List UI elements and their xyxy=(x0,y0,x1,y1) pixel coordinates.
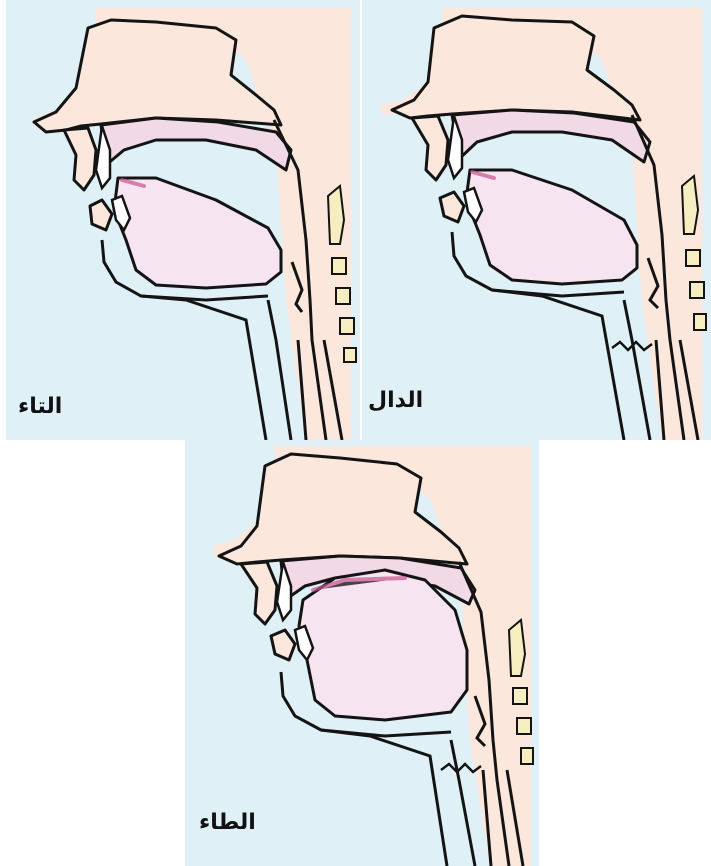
diagram-panel-ta: التاء xyxy=(6,0,360,440)
diagram-panel-taa: الطاء xyxy=(185,440,539,866)
vocal-tract-diagram xyxy=(362,0,711,440)
vertebra-2 xyxy=(332,258,346,274)
vertebra-4 xyxy=(694,314,706,330)
vertebra-5 xyxy=(344,348,356,362)
vertebra-3 xyxy=(690,282,704,298)
vocal-tract-diagram xyxy=(6,0,360,440)
vertebra-3 xyxy=(517,718,531,734)
panel-label: الدال xyxy=(368,390,423,412)
vertebra-3 xyxy=(336,288,350,304)
vertebra-4 xyxy=(521,748,533,764)
vertebra-1 xyxy=(682,176,698,234)
diagram-panel-dal: الدال xyxy=(362,0,711,440)
vocal-tract-diagram xyxy=(185,440,539,866)
panel-label: التاء xyxy=(18,396,62,418)
vertebra-1 xyxy=(328,186,344,244)
panel-label: الطاء xyxy=(199,812,256,834)
vertebra-1 xyxy=(509,620,525,676)
vertebra-2 xyxy=(513,688,527,704)
vertebra-4 xyxy=(340,318,354,334)
vertebra-2 xyxy=(686,250,700,266)
